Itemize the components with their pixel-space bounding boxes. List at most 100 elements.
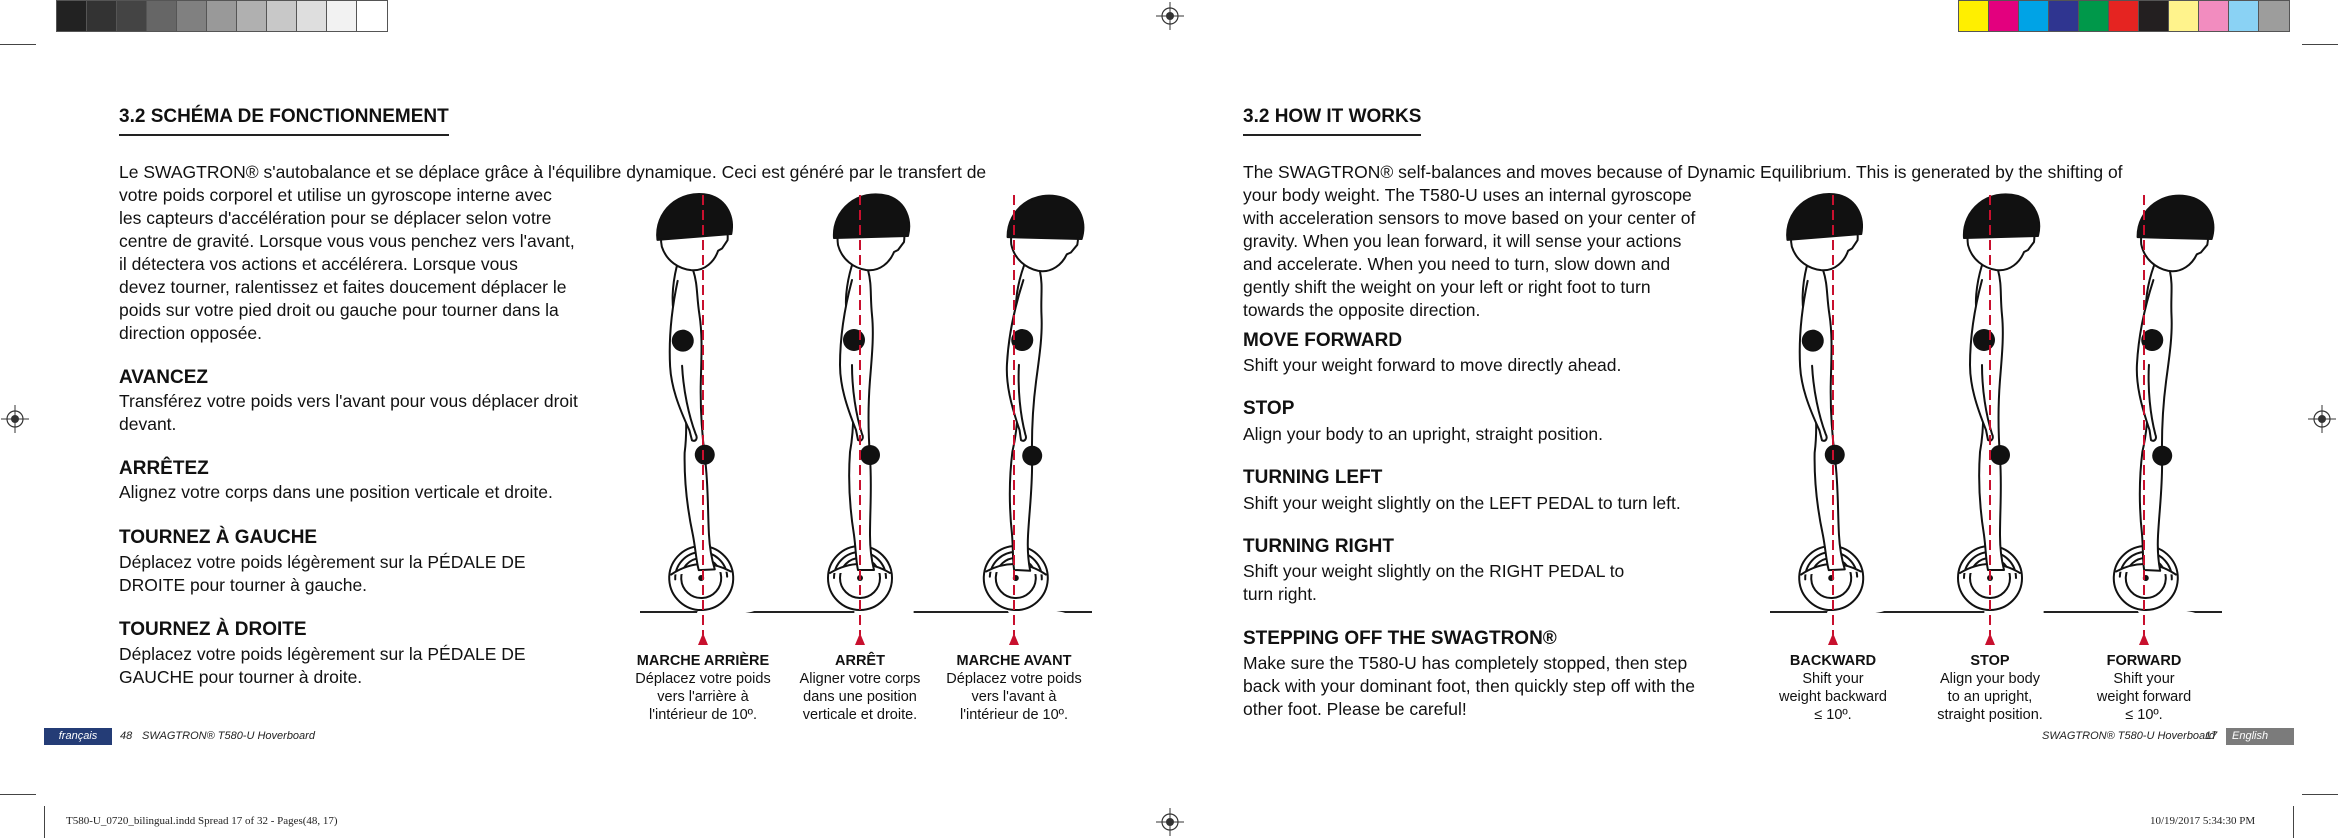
process-swatch [2259, 1, 2289, 31]
intro-line: and accelerate. When you need to turn, s… [1243, 254, 1671, 274]
process-swatch [2049, 1, 2079, 31]
intro-paragraph-fr: votre poids corporel et utilise un gyros… [119, 184, 639, 345]
section-text-right-fr: Déplacez votre poids légèrement sur la P… [119, 643, 639, 689]
crop-mark [0, 44, 36, 45]
section-text-forward-en: Shift your weight forward to move direct… [1243, 354, 1763, 377]
gray-swatch [87, 1, 117, 31]
gray-swatch [147, 1, 177, 31]
rider-figure [656, 193, 757, 616]
text-line: Déplacez votre poids légèrement sur la P… [119, 552, 526, 572]
registration-mark-icon [1, 405, 29, 433]
section-heading-forward-fr: AVANCEZ [119, 367, 209, 388]
caption-backward-en: BACKWARD Shift your weight backward ≤ 10… [1758, 652, 1908, 724]
caption-line: Shift your [1802, 671, 1864, 687]
page-title-fr: 3.2 SCHÉMA DE FONCTIONNEMENT [119, 106, 449, 136]
footer-language-tab-en: English [2226, 728, 2294, 745]
crop-mark [2293, 806, 2294, 838]
axis-arrow-icon [698, 633, 708, 645]
process-swatch [1959, 1, 1989, 31]
process-swatch [2199, 1, 2229, 31]
process-swatch [2109, 1, 2139, 31]
slug-timestamp: 10/19/2017 5:34:30 PM [2150, 815, 2256, 827]
caption-line: l'intérieur de 10º. [648, 707, 757, 723]
process-swatch [2169, 1, 2199, 31]
text-line: Déplacez votre poids légèrement sur la P… [119, 644, 526, 664]
rider-figure [827, 193, 914, 616]
intro-paragraph-en: your body weight. The T580-U uses an int… [1243, 184, 1763, 322]
caption-stop-en: STOP Align your body to an upright, stra… [1915, 652, 2065, 724]
section-text-right-en: Shift your weight slightly on the RIGHT … [1243, 560, 1763, 606]
axis-arrow-icon [1009, 633, 1019, 645]
caption-line: ≤ 10º. [2125, 707, 2163, 723]
section-heading-stepoff-en: STEPPING OFF THE SWAGTRON® [1243, 628, 1557, 649]
process-swatch [2229, 1, 2259, 31]
intro-line: your body weight. The T580-U uses an int… [1243, 185, 1692, 205]
intro-first-line-en: The SWAGTRON® self-balances and moves be… [1243, 162, 2123, 182]
text-line: Alignez votre corps dans une position ve… [119, 482, 553, 502]
intro-line: towards the opposite direction. [1243, 300, 1481, 320]
caption-title: BACKWARD [1789, 653, 1877, 669]
footer-product-fr: SWAGTRON® T580-U Hoverboard [142, 730, 315, 742]
gray-swatch [207, 1, 237, 31]
caption-title: STOP [1970, 653, 2010, 669]
gray-color-bar [56, 0, 388, 32]
caption-line: verticale et droite. [802, 707, 918, 723]
section-text-left-en: Shift your weight slightly on the LEFT P… [1243, 492, 1763, 515]
intro-line: with acceleration sensors to move based … [1243, 208, 1696, 228]
caption-title: MARCHE AVANT [956, 653, 1072, 669]
process-swatch [1989, 1, 2019, 31]
caption-line: vers l'avant à [971, 689, 1057, 705]
registration-mark-icon [1156, 2, 1184, 30]
caption-line: l'intérieur de 10º. [959, 707, 1068, 723]
section-heading-stop-en: STOP [1243, 398, 1295, 419]
axis-arrow-icon [2139, 633, 2149, 645]
text-line: Make sure the T580-U has completely stop… [1243, 653, 1688, 673]
text-line: turn right. [1243, 584, 1317, 604]
rider-figure [1957, 193, 2044, 616]
footer-language-label: français [58, 730, 98, 742]
caption-line: weight forward [2096, 689, 2192, 705]
footer-language-tab-fr: français [44, 728, 112, 745]
crop-mark [2302, 794, 2338, 795]
process-swatch [2019, 1, 2049, 31]
text-line: Shift your weight slightly on the LEFT P… [1243, 493, 1681, 513]
section-heading-right-en: TURNING RIGHT [1243, 536, 1394, 557]
caption-title: FORWARD [2106, 653, 2182, 669]
footer-language-label: English [2232, 730, 2269, 742]
section-text-stop-fr: Alignez votre corps dans une position ve… [119, 481, 639, 504]
intro-first-line-fr: Le SWAGTRON® s'autobalance et se déplace… [119, 162, 987, 182]
caption-line: vers l'arrière à [657, 689, 749, 705]
text-line: Shift your weight slightly on the RIGHT … [1243, 561, 1625, 581]
rider-figure [1786, 193, 1887, 616]
caption-line: Aligner votre corps [799, 671, 921, 687]
caption-line: Shift your [2113, 671, 2175, 687]
caption-forward-fr: MARCHE AVANT Déplacez votre poids vers l… [939, 652, 1089, 724]
page-title-en: 3.2 HOW IT WORKS [1243, 106, 1422, 136]
caption-line: weight backward [1779, 689, 1887, 705]
text-line: devant. [119, 414, 177, 434]
text-line: Align your body to an upright, straight … [1243, 424, 1603, 444]
caption-line: straight position. [1937, 707, 2043, 723]
text-line: DROITE pour tourner à gauche. [119, 575, 368, 595]
section-heading-forward-en: MOVE FORWARD [1243, 330, 1403, 351]
gray-swatch [297, 1, 327, 31]
footer-page-number-en: 17 [2205, 730, 2218, 742]
section-heading-left-fr: TOURNEZ À GAUCHE [119, 527, 318, 548]
caption-line: dans une position [803, 689, 917, 705]
intro-line: gently shift the weight on your left or … [1243, 277, 1651, 297]
caption-line: to an upright, [1947, 689, 2033, 705]
caption-title: ARRÊT [835, 653, 885, 669]
gray-swatch [357, 1, 387, 31]
caption-line: Déplacez votre poids [635, 671, 771, 687]
crop-mark [44, 806, 45, 838]
intro-line: gravity. When you lean forward, it will … [1243, 231, 1682, 251]
footer-product-en: SWAGTRON® T580-U Hoverboard [2042, 730, 2215, 742]
footer-page-number-fr: 48 [120, 730, 133, 742]
caption-forward-en: FORWARD Shift your weight forward ≤ 10º. [2069, 652, 2219, 724]
text-line: GAUCHE pour tourner à droite. [119, 667, 363, 687]
posture-illustration-fr [640, 193, 1092, 645]
caption-line: Déplacez votre poids [946, 671, 1082, 687]
process-color-bar [1958, 0, 2290, 32]
posture-illustration-en [1770, 193, 2222, 645]
intro-line: direction opposée. [119, 323, 263, 343]
